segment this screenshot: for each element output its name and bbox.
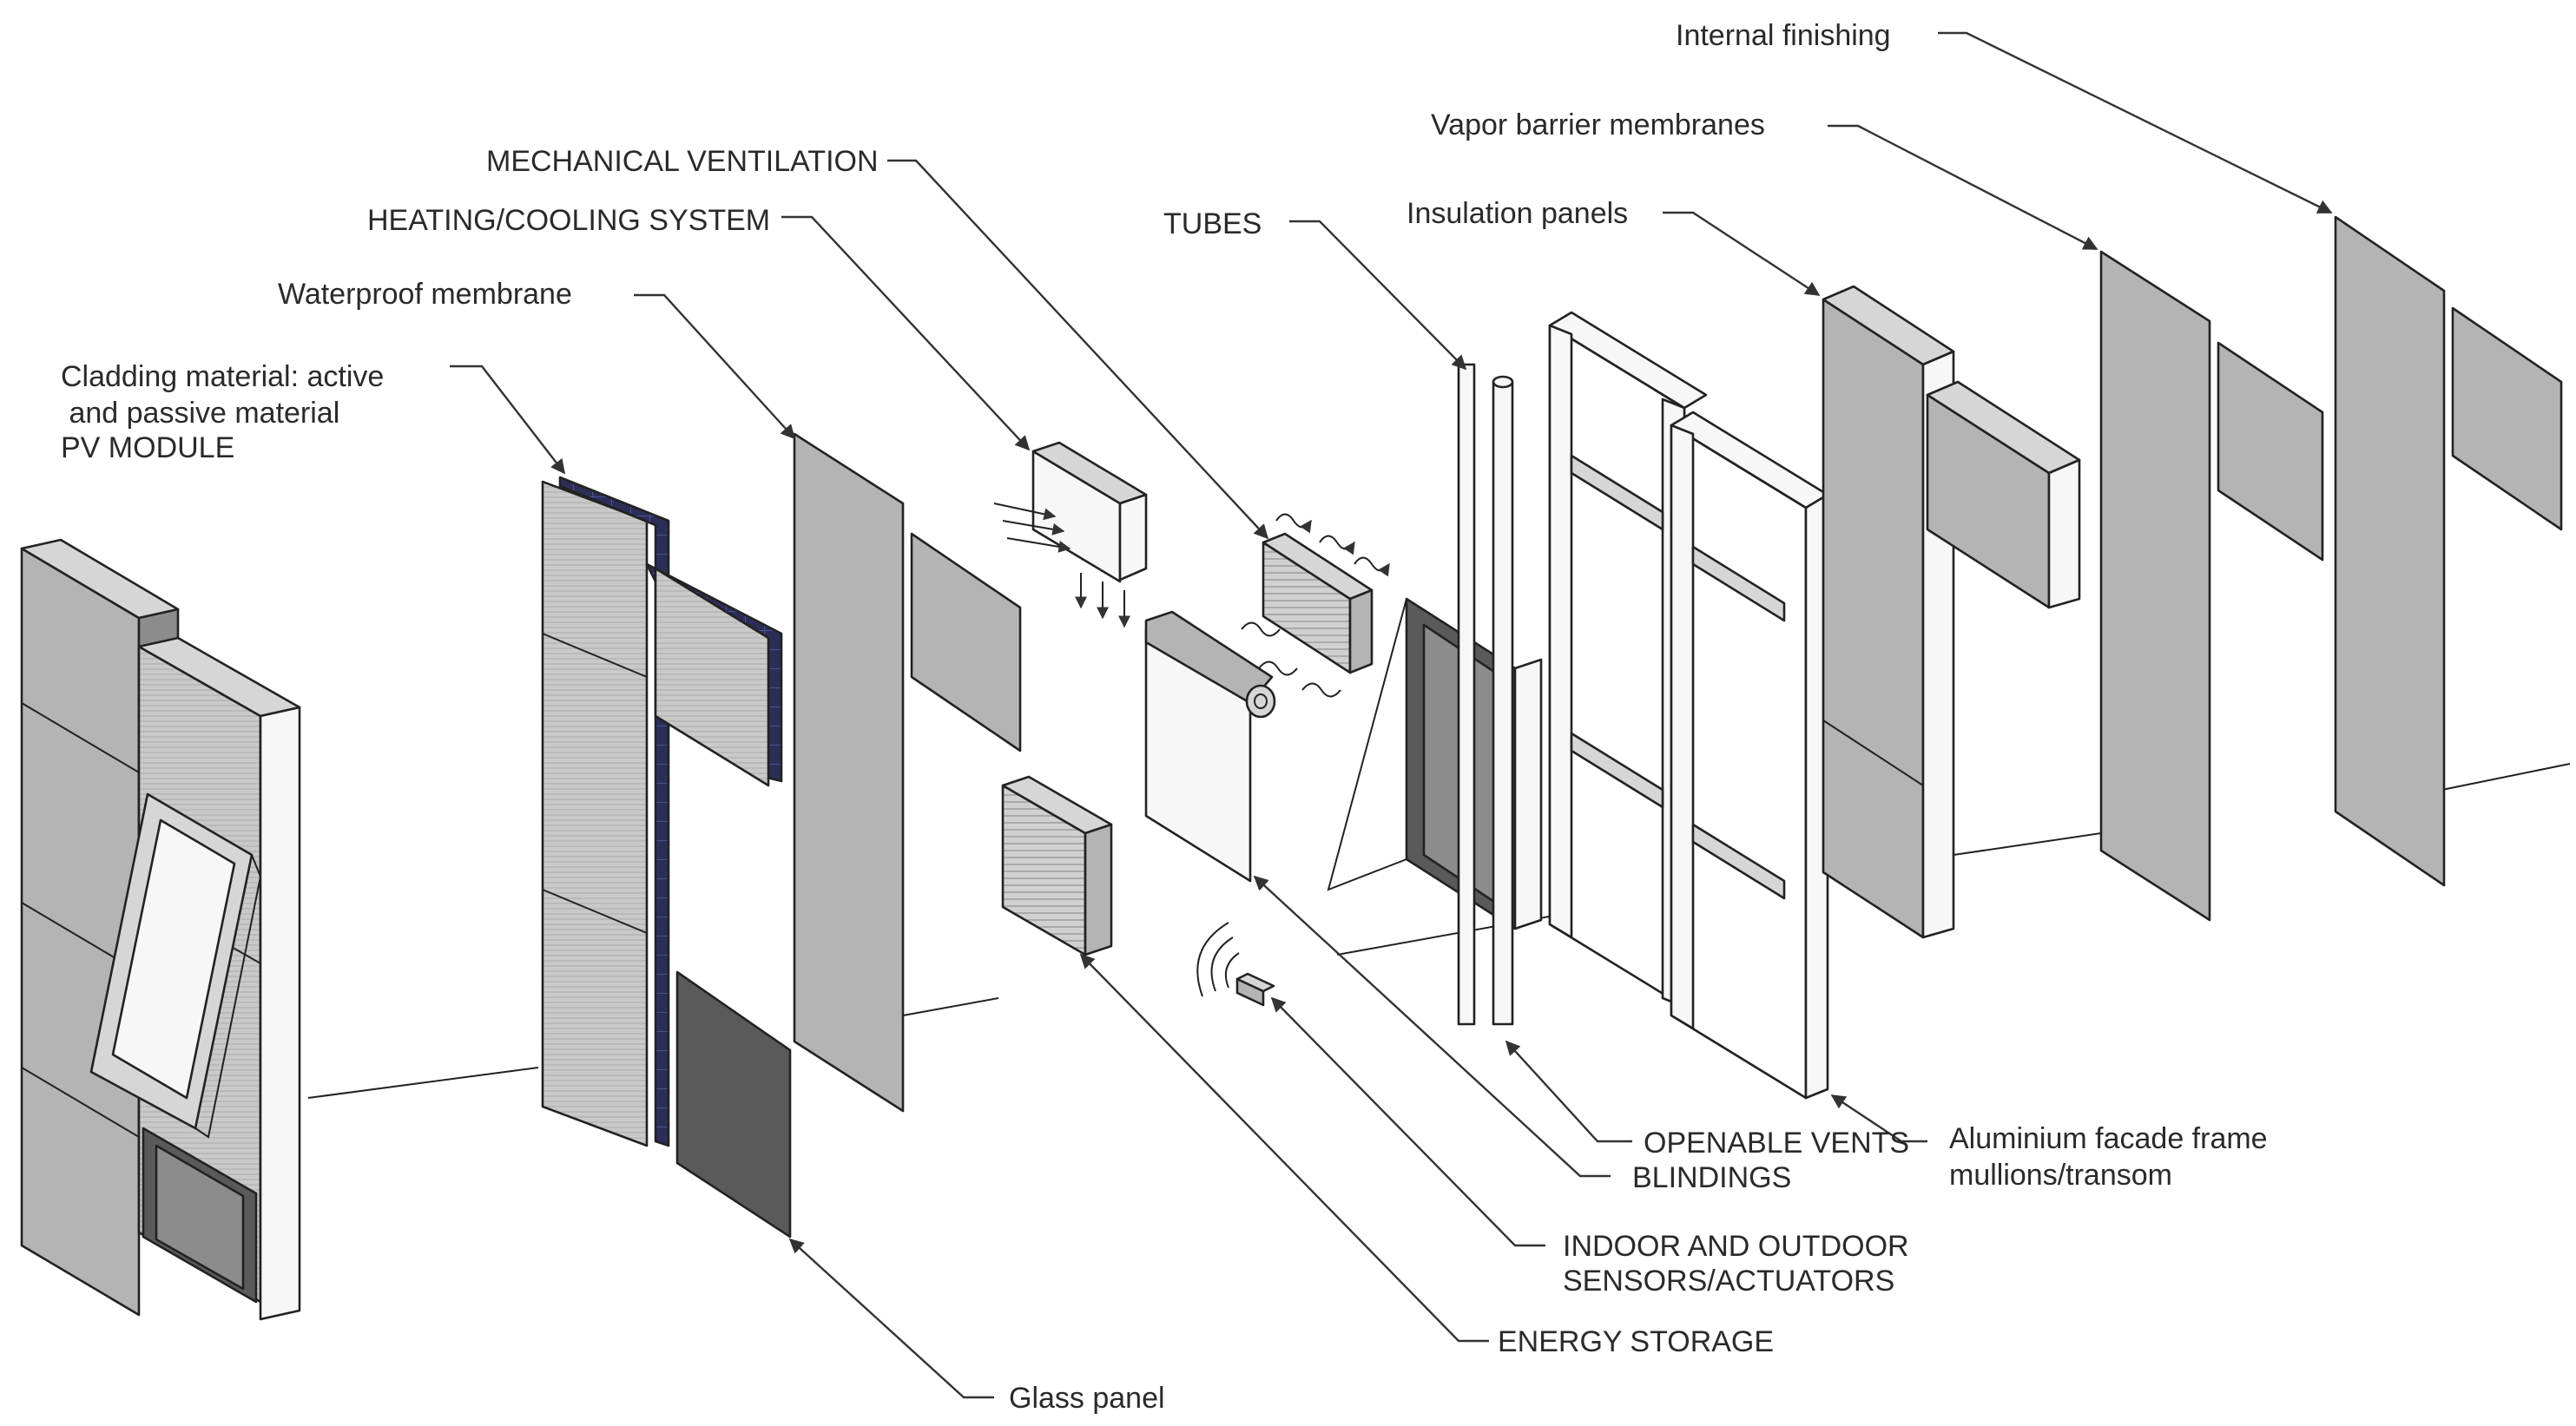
aluminium-frame: [1548, 311, 1829, 1100]
blinding-roller: [1144, 610, 1276, 883]
mechanical-ventilation-unit: [1241, 513, 1390, 698]
label-tubes: TUBES: [1163, 207, 1262, 240]
label-blindings: BLINDINGS: [1632, 1161, 1791, 1194]
leader-lines: [450, 31, 2333, 1399]
heating-cooling-unit: [993, 441, 1148, 628]
vapor-barrier-membranes: [2099, 250, 2324, 922]
label-waterproof-membrane: Waterproof membrane: [278, 278, 572, 311]
sensor-device: [1196, 922, 1275, 1007]
label-internal-finishing: Internal finishing: [1676, 19, 1891, 52]
label-aluminium-line2: mullions/transom: [1949, 1159, 2172, 1192]
label-cladding-line2: and passive material: [61, 397, 339, 430]
label-aluminium-line1: Aluminium facade frame: [1949, 1122, 2268, 1155]
label-openable-vents: OPENABLE VENTS: [1644, 1127, 1909, 1160]
label-sensors-line2: SENSORS/ACTUATORS: [1563, 1265, 1894, 1298]
label-glass-panel: Glass panel: [1009, 1382, 1165, 1415]
label-vapor-barrier: Vapor barrier membranes: [1431, 108, 1765, 141]
cladding-panel-assembly: [20, 538, 301, 1321]
internal-finishing: [2334, 215, 2563, 887]
label-insulation-panels: Insulation panels: [1407, 197, 1628, 230]
pv-module: [541, 476, 792, 1239]
insulation-panels: [1822, 285, 2081, 939]
label-mechanical-ventilation: MECHANICAL VENTILATION: [486, 145, 879, 178]
tubes: [1457, 363, 1514, 1026]
label-cladding-line3: PV MODULE: [61, 431, 234, 464]
label-energy-storage: ENERGY STORAGE: [1498, 1325, 1774, 1358]
label-heating-cooling: HEATING/COOLING SYSTEM: [367, 204, 770, 237]
waterproof-membrane: [793, 432, 1022, 1113]
labels: Internal finishing Vapor barrier membran…: [61, 19, 2268, 1415]
label-sensors-line1: INDOOR AND OUTDOOR: [1563, 1230, 1909, 1263]
label-cladding-line1: Cladding material: active: [61, 360, 384, 393]
energy-storage-block: [1001, 775, 1113, 956]
